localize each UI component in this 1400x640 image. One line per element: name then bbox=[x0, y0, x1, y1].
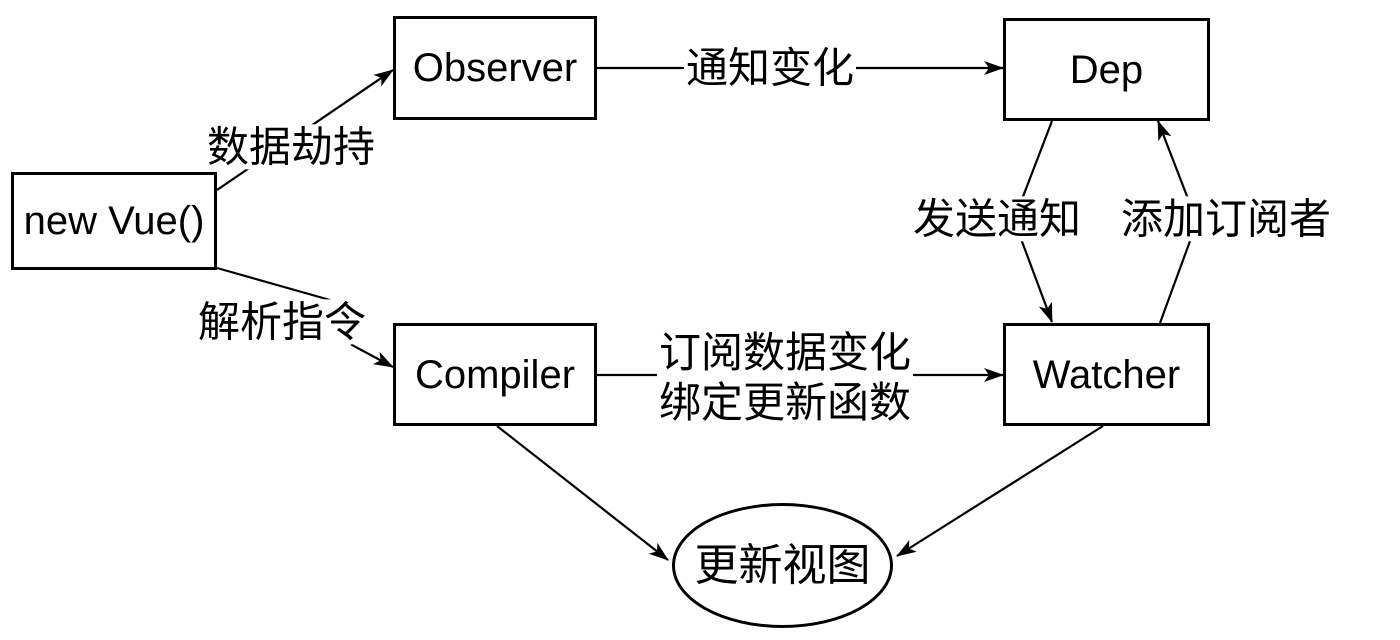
edge-compiler-updateview bbox=[496, 425, 669, 561]
edge-watcher-updateview bbox=[896, 425, 1104, 557]
edge-label-subscribe: 订阅数据变化 绑定更新函数 bbox=[656, 328, 914, 428]
node-new-vue: new Vue() bbox=[11, 172, 217, 270]
edge-label-add-subscriber: 添加订阅者 bbox=[1118, 195, 1334, 243]
edge-label-subscribe-line1: 订阅数据变化 bbox=[658, 329, 912, 376]
edge-label-notify-change: 通知变化 bbox=[683, 44, 857, 92]
edge-label-send-notify: 发送通知 bbox=[910, 195, 1084, 243]
edge-label-data-hijack: 数据劫持 bbox=[204, 123, 378, 171]
node-compiler: Compiler bbox=[393, 323, 597, 426]
node-watcher: Watcher bbox=[1003, 323, 1210, 426]
edge-label-parse-directive: 解析指令 bbox=[195, 298, 369, 346]
edge-label-subscribe-line2: 绑定更新函数 bbox=[658, 379, 912, 426]
node-update-view: 更新视图 bbox=[672, 503, 893, 628]
node-dep: Dep bbox=[1003, 18, 1210, 121]
node-observer: Observer bbox=[393, 16, 597, 120]
